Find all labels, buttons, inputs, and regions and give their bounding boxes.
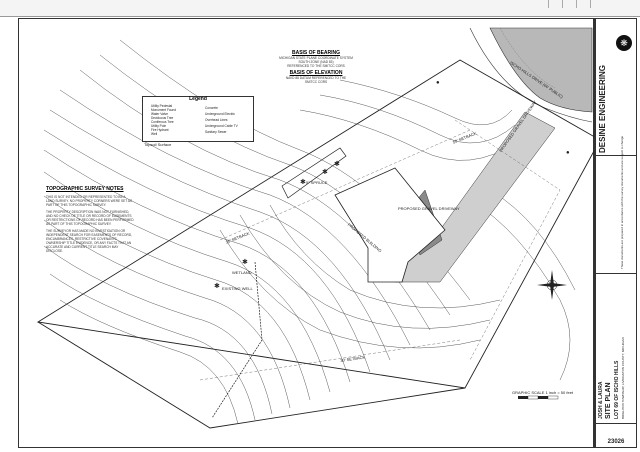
contour-line bbox=[269, 204, 501, 309]
contour-line bbox=[299, 109, 521, 161]
contour-line bbox=[43, 171, 331, 393]
contour-line bbox=[489, 189, 576, 291]
legend-item: Underground Cable TV bbox=[205, 124, 238, 128]
coniferous-tree-icon: ✱ bbox=[300, 179, 306, 186]
north-arrow-icon bbox=[537, 270, 567, 300]
scale-bar bbox=[518, 395, 559, 400]
basis-of-elevation-heading: BASIS OF ELEVATION bbox=[289, 70, 343, 76]
coniferous-tree-icon: ✱ bbox=[334, 161, 340, 168]
driveway-label: PROPOSED GRAVEL DRIVEWAY bbox=[398, 206, 460, 211]
top-strip bbox=[0, 0, 640, 17]
basis-of-elevation-line: SMITCC CORS bbox=[304, 80, 328, 84]
legend-box: Legend Utility Pedestal Monument Found W… bbox=[142, 96, 254, 142]
legend-title: Legend bbox=[189, 96, 207, 102]
legend-footer: Topsoil Surface bbox=[144, 142, 172, 147]
legend-item: Deciduous Tree bbox=[151, 116, 174, 120]
wetland-label: WETLAND bbox=[232, 270, 252, 275]
well-label: EXISTING WELL bbox=[222, 286, 253, 291]
title-block-divider bbox=[596, 273, 636, 274]
tree-note: 5" SPRUCE bbox=[306, 180, 328, 185]
setback-line bbox=[454, 119, 561, 361]
road-edge bbox=[499, 27, 556, 89]
legend-item: Coniferous Tree bbox=[151, 120, 174, 124]
contour-line bbox=[339, 79, 513, 126]
contour-line bbox=[43, 245, 273, 415]
legend-item: Concrete bbox=[205, 106, 218, 110]
legend-item: Underground Electric bbox=[205, 112, 235, 116]
project-name: LOT 69 OF ISCHO HILLS bbox=[614, 360, 620, 419]
utility-pole-icon: ● bbox=[566, 150, 570, 156]
contour-line bbox=[43, 195, 311, 401]
top-strip-cell bbox=[590, 0, 605, 8]
contour-line bbox=[49, 109, 391, 361]
legend-item: Water Valve bbox=[151, 112, 169, 116]
client-name: JOSH & LAURA bbox=[598, 381, 604, 419]
basis-of-bearing-line: MICHIGAN STATE PLANE COORDINATE SYSTEM bbox=[279, 56, 353, 60]
legend-item: Utility Pedestal bbox=[151, 104, 173, 108]
contour-line bbox=[43, 149, 351, 383]
road-area bbox=[489, 27, 593, 113]
basis-of-elevation-line: NAVD 88 DATUM REFERENCED TO THE bbox=[285, 76, 347, 80]
contour-line bbox=[43, 219, 291, 409]
utility-pole-icon: ● bbox=[436, 80, 440, 86]
contour-line bbox=[43, 129, 371, 373]
contour-line bbox=[469, 199, 571, 381]
title-block: ❋ DESINE ENGINEERING These documents are… bbox=[594, 18, 637, 448]
basis-notes: BASIS OF BEARING MICHIGAN STATE PLANE CO… bbox=[276, 50, 356, 84]
notes-title: TOPOGRAPHIC SURVEY NOTES bbox=[46, 186, 124, 192]
setback-line bbox=[219, 129, 471, 241]
legend-item: Overhead Lines bbox=[205, 118, 228, 122]
legend-item: Utility Pole bbox=[151, 124, 167, 128]
legend-item: Sanitary Sewer bbox=[205, 130, 227, 134]
title-block-divider bbox=[596, 423, 636, 424]
proposed-building bbox=[334, 167, 446, 283]
firm-logo-icon: ❋ bbox=[616, 35, 632, 51]
basis-of-bearing-line: SOUTH ZONE (NAD 83) bbox=[298, 60, 334, 64]
notes-paragraph: THE SURVEYOR HAS MADE NO INVESTIGATION O… bbox=[46, 229, 133, 253]
coniferous-tree-icon: ✱ bbox=[214, 283, 220, 290]
top-strip-cell bbox=[576, 0, 591, 8]
property-boundary bbox=[37, 321, 466, 429]
drawing-frame bbox=[18, 18, 594, 448]
contour-line bbox=[319, 94, 516, 144]
scale-label: GRAPHIC SCALE 1 inch = 50 feet bbox=[512, 390, 574, 395]
topographic-survey-notes: TOPOGRAPHIC SURVEY NOTES THIS IS NOT INT… bbox=[46, 186, 134, 253]
top-strip-cell bbox=[548, 0, 563, 8]
title-block-divider bbox=[596, 155, 636, 156]
contour-line bbox=[49, 273, 256, 421]
basis-of-bearing-heading: BASIS OF BEARING bbox=[291, 50, 341, 56]
contour-line bbox=[219, 229, 481, 349]
township-text: BRIGHTON TOWNSHIP, LIVINGSTON COUNTY, MI… bbox=[621, 337, 625, 419]
notes-paragraph: THIS IS NOT INTENDED OR REPRESENTED TO B… bbox=[46, 195, 133, 207]
sheet-title: SITE PLAN bbox=[605, 382, 612, 419]
contour-line bbox=[239, 214, 491, 329]
setback-line bbox=[199, 339, 461, 381]
tree-cluster-outline bbox=[281, 147, 347, 199]
job-number: 23026 bbox=[607, 439, 625, 445]
basis-of-bearing-line: REFERENCED TO THE SMITCC CORS bbox=[287, 64, 345, 68]
existing-fence-line bbox=[211, 261, 263, 419]
legend-item: Monument Found bbox=[151, 108, 176, 112]
coniferous-tree-icon: ✱ bbox=[242, 259, 248, 266]
top-strip-cell bbox=[562, 0, 577, 8]
firm-name: DESINE ENGINEERING bbox=[598, 64, 607, 153]
contour-line bbox=[59, 299, 239, 425]
legend-item: Well bbox=[151, 132, 158, 136]
notice-text: These documents are prepared in accordan… bbox=[620, 135, 624, 269]
coniferous-tree-icon: ✱ bbox=[322, 169, 328, 176]
notes-paragraph: THE PROPERTY DESCRIPTION WAS NOT FURNISH… bbox=[46, 210, 134, 226]
legend-item: Fire Hydrant bbox=[151, 128, 169, 132]
